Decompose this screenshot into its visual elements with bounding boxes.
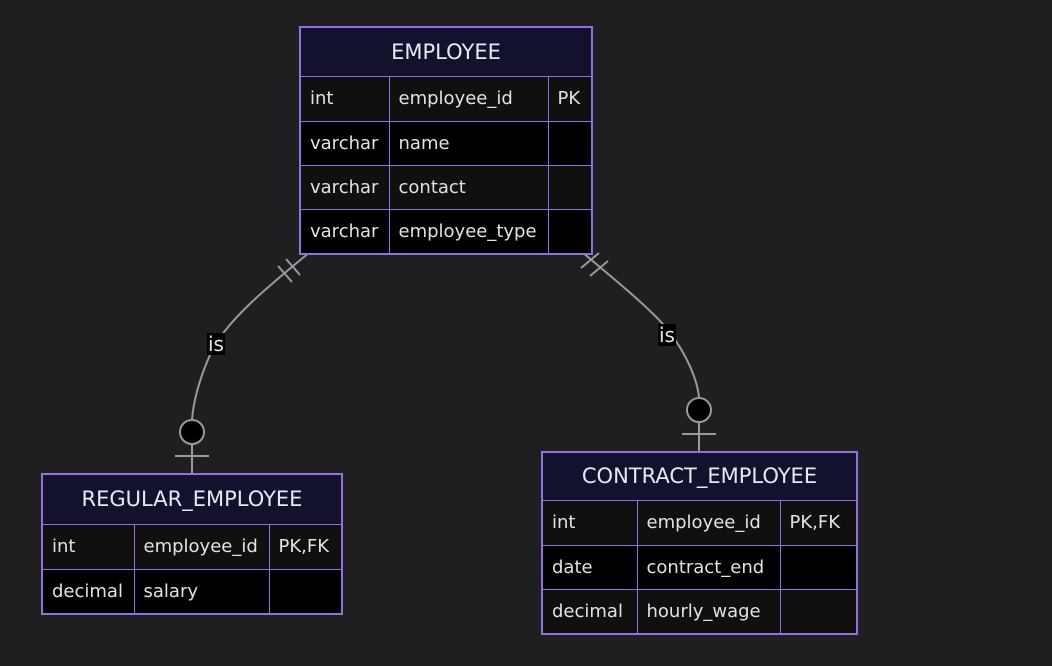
attribute-key [547,164,591,210]
attribute-type: varchar [301,120,390,166]
attribute-row: date contract_end [543,544,856,590]
edge-regular-one-bar-2 [285,258,301,276]
edge-regular-one-bar-1 [277,265,293,283]
attribute-name: hourly_wage [636,588,781,633]
entity-regular-employee[interactable]: REGULAR_EMPLOYEE int employee_id PK,FK d… [41,473,343,615]
attribute-row: decimal salary [43,568,341,613]
relationship-label-contract: is [658,323,676,347]
attribute-row: decimal hourly_wage [543,588,856,633]
attribute-type: int [43,525,135,570]
entity-contract-employee[interactable]: CONTRACT_EMPLOYEE int employee_id PK,FK … [541,451,858,635]
attribute-table-regular-employee: int employee_id PK,FK decimal salary [43,525,341,613]
attribute-name: employee_id [388,77,549,122]
attribute-name: name [388,120,549,166]
attribute-name: employee_id [636,501,781,546]
attribute-key: PK,FK [779,501,856,546]
attribute-table-contract-employee: int employee_id PK,FK date contract_end … [543,501,856,633]
attribute-name: contact [388,164,549,210]
attribute-type: varchar [301,164,390,210]
edge-contract-one-bar-1 [580,252,600,269]
attribute-row: int employee_id PK,FK [43,525,341,570]
edge-employee-contract [581,251,700,398]
attribute-key [547,120,591,166]
edge-regular-zero-circle [179,419,205,445]
attribute-key [268,568,341,613]
attribute-row: int employee_id PK [301,77,591,122]
attribute-type: int [543,501,638,546]
edge-contract-zero-circle [686,397,712,423]
entity-title-contract-employee: CONTRACT_EMPLOYEE [543,453,856,501]
attribute-row: varchar contact [301,164,591,210]
edge-contract-one-bar-2 [589,260,609,277]
attribute-key [779,544,856,590]
attribute-type: varchar [301,208,390,253]
attribute-key: PK [547,77,591,122]
attribute-name: employee_id [133,525,270,570]
relationship-label-regular: is [207,332,225,356]
attribute-name: salary [133,568,270,613]
attribute-row: int employee_id PK,FK [543,501,856,546]
attribute-key [547,208,591,253]
attribute-row: varchar employee_type [301,208,591,253]
attribute-name: contract_end [636,544,781,590]
entity-employee[interactable]: EMPLOYEE int employee_id PK varchar name… [299,26,593,255]
attribute-table-employee: int employee_id PK varchar name varchar … [301,77,591,253]
attribute-type: date [543,544,638,590]
attribute-name: employee_type [388,208,549,253]
attribute-key [779,588,856,633]
attribute-type: decimal [543,588,638,633]
entity-title-employee: EMPLOYEE [301,28,591,77]
entity-title-regular-employee: REGULAR_EMPLOYEE [43,475,341,525]
attribute-key: PK,FK [268,525,341,570]
attribute-row: varchar name [301,120,591,166]
attribute-type: int [301,77,390,122]
attribute-type: decimal [43,568,135,613]
